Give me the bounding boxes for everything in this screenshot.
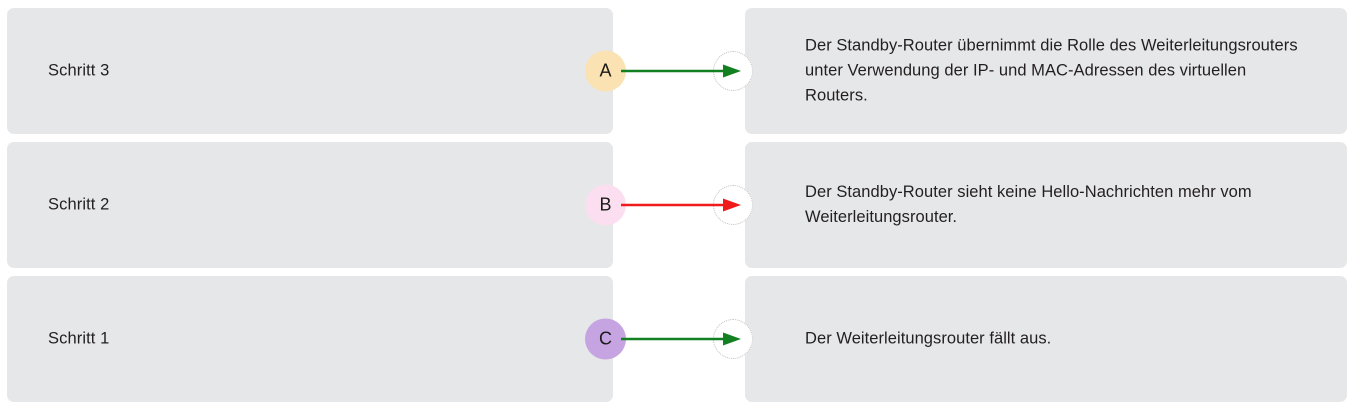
step-label: Schritt 1 [48,329,110,348]
step-card-left[interactable]: Schritt 1 [7,276,613,402]
badge-letter: B [599,194,612,215]
match-row: Schritt 1 C Der Weiterleitungsrouter fäl… [0,276,1354,402]
match-row: Schritt 3 A Der Standby-Router übernimmt… [0,8,1354,134]
match-badge-a[interactable]: A [585,50,626,92]
step-card-left[interactable]: Schritt 3 [7,8,613,134]
step-label: Schritt 3 [48,61,110,80]
description-text: Der Weiterleitungsrouter fällt aus. [805,329,1052,348]
dotted-drop-target-icon[interactable] [713,319,753,359]
description-card-right[interactable]: Der Standby-Router sieht keine Hello-Nac… [745,142,1347,268]
connector-group: C [585,276,775,402]
match-badge-b[interactable]: B [585,184,626,226]
description-card-right[interactable]: Der Weiterleitungsrouter fällt aus. [745,276,1347,402]
match-row: Schritt 2 B Der Standby-Router sieht kei… [0,142,1354,268]
badge-letter: C [599,328,612,349]
dotted-drop-target-icon[interactable] [713,51,753,91]
dotted-drop-target-icon[interactable] [713,185,753,225]
step-card-left[interactable]: Schritt 2 [7,142,613,268]
description-text: Der Standby-Router sieht keine Hello-Nac… [805,183,1252,226]
step-label: Schritt 2 [48,195,110,214]
description-card-right[interactable]: Der Standby-Router übernimmt die Rolle d… [745,8,1347,134]
badge-letter: A [599,60,612,81]
description-text: Der Standby-Router übernimmt die Rolle d… [805,36,1298,105]
match-badge-c[interactable]: C [585,318,626,360]
